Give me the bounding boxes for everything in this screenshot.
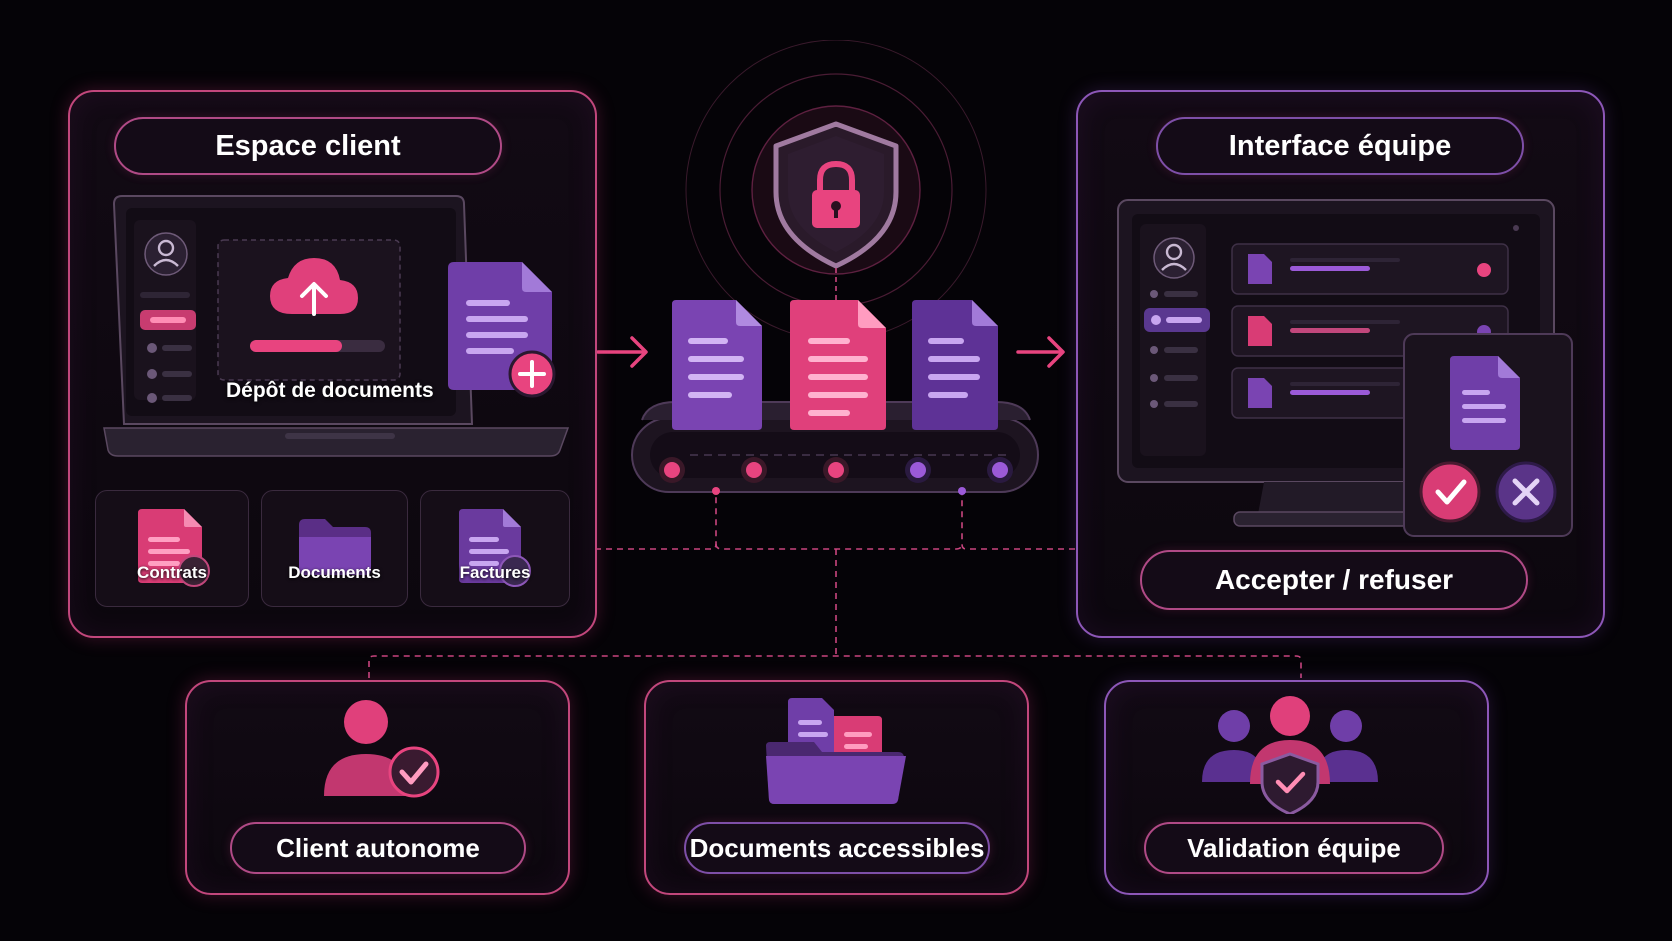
folder-icon (299, 519, 371, 575)
tile-documents[interactable]: Documents (261, 490, 408, 607)
close-icon (1512, 478, 1540, 506)
client-space-title-text: Espace client (215, 129, 401, 162)
tile-invoices[interactable]: Factures (420, 490, 570, 607)
check-icon (1435, 479, 1467, 505)
team-interface-title: Interface équipe (1156, 117, 1524, 175)
client-autonomous-pill: Client autonome (230, 822, 526, 874)
document-add-icon (448, 262, 556, 398)
invoice-document-icon (459, 509, 531, 587)
validation-team-pill: Validation équipe (1144, 822, 1444, 874)
plus-icon (508, 350, 556, 398)
client-space-title: Espace client (114, 117, 502, 175)
folder-documents-icon (766, 698, 906, 804)
validation-team-label: Validation équipe (1187, 832, 1401, 863)
tile-contracts[interactable]: Contrats (95, 490, 249, 607)
cloud-upload-icon (270, 258, 358, 316)
tile-documents-label: Documents (288, 563, 381, 582)
user-icon (1153, 237, 1195, 279)
team-interface-title-text: Interface équipe (1228, 129, 1452, 162)
documents-accessible-label: Documents accessibles (689, 832, 985, 863)
tile-contracts-label: Contrats (137, 563, 207, 582)
user-icon (144, 232, 188, 276)
document-icon (912, 300, 998, 430)
user-check-icon (324, 700, 440, 798)
tile-invoices-label: Factures (459, 563, 531, 582)
security-conveyor (631, 40, 1039, 495)
review-card (1403, 333, 1573, 537)
upload-label: Dépôt de documents (226, 379, 434, 402)
document-icon (790, 300, 886, 430)
accept-button[interactable] (1419, 461, 1481, 523)
shield-lock-icon (773, 121, 899, 269)
refuse-button[interactable] (1495, 461, 1557, 523)
document-icon (672, 300, 762, 430)
contract-document-icon (138, 509, 210, 587)
accept-refuse-pill: Accepter / refuser (1140, 550, 1528, 610)
accept-refuse-label: Accepter / refuser (1214, 564, 1454, 595)
users-shield-icon (1202, 696, 1378, 814)
laptop-illustration (103, 195, 570, 457)
document-icon (1450, 356, 1520, 450)
documents-accessible-pill: Documents accessibles (684, 822, 990, 874)
conveyor-rollers (659, 457, 1013, 483)
client-autonomous-label: Client autonome (276, 832, 480, 863)
